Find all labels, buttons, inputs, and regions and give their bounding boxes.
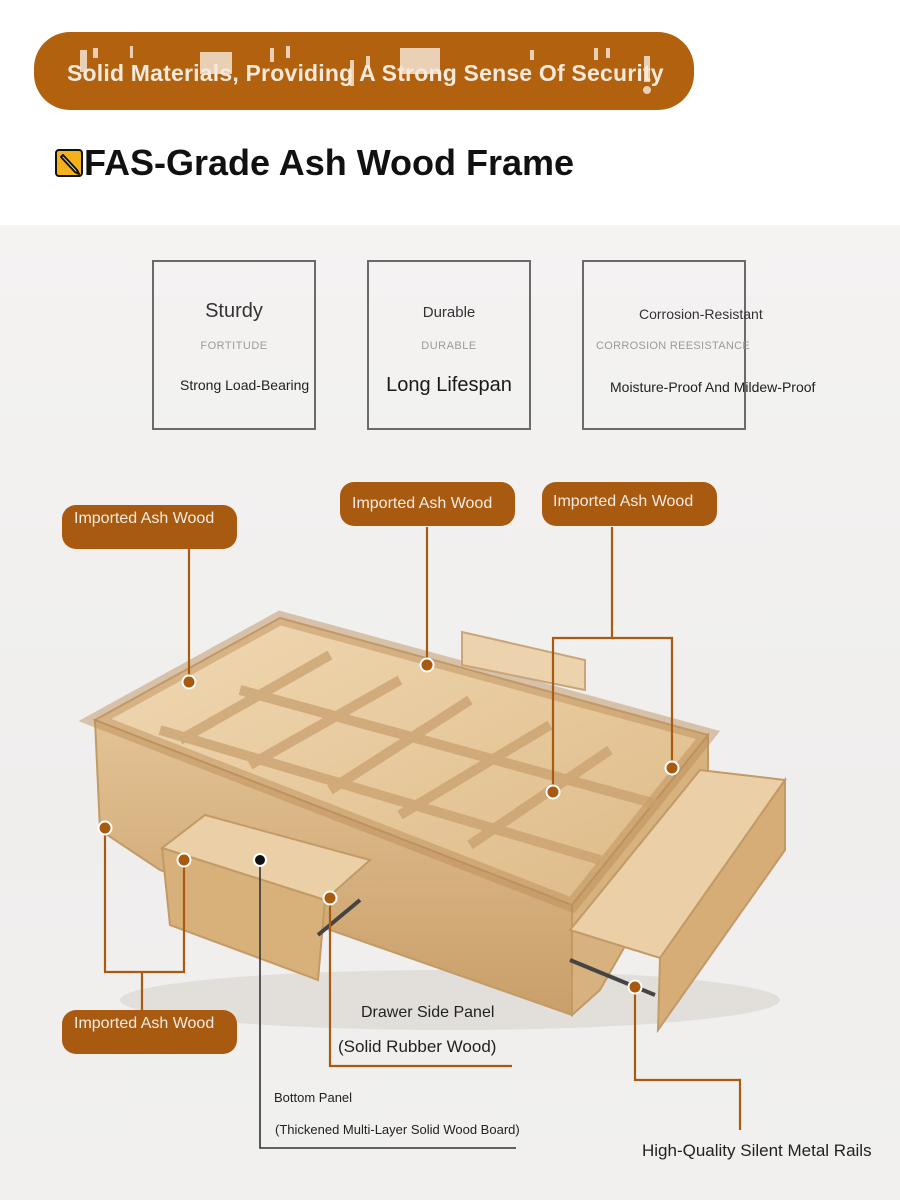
callout-left-bottom: Imported Ash Wood [62, 1010, 237, 1054]
bottom-panel-material: (Thickened Multi-Layer Solid Wood Board) [275, 1122, 520, 1137]
callout-left-top: Imported Ash Wood [62, 505, 237, 549]
pencil-icon [55, 149, 83, 177]
feature-description: Long Lifespan [386, 374, 512, 396]
bottom-panel-title: Bottom Panel [274, 1090, 353, 1105]
callout-right-top: Imported Ash Wood [542, 482, 717, 526]
feature-title: Sturdy [205, 300, 263, 322]
banner-title: Solid Materials, Providing A Strong Sens… [67, 60, 664, 86]
feature-card-corrosion: Corrosion-Resistant CORROSION REESISTANC… [582, 260, 815, 430]
feature-title: Corrosion-Resistant [639, 306, 763, 322]
feature-title: Durable [422, 304, 476, 321]
drawer-side-title: Drawer Side Panel [361, 1004, 495, 1021]
feature-card-sturdy: Sturdy FORTITUDE Strong Load-Bearing [152, 260, 316, 430]
feature-subtitle: FORTITUDE [200, 340, 268, 352]
feature-card-durable: Durable DURABLE Long Lifespan [367, 260, 531, 430]
feature-subtitle: CORROSION REESISTANCE [596, 340, 751, 352]
drawer-side-material: (Solid Rubber Wood) [338, 1037, 497, 1056]
section-title: FAS-Grade Ash Wood Frame [84, 142, 575, 183]
callout-center-top: Imported Ash Wood [340, 482, 515, 526]
rails-label: High-Quality Silent Metal Rails [642, 1141, 872, 1160]
banner-watermark [80, 46, 651, 94]
feature-description: Moisture-Proof And Mildew-Proof [610, 379, 816, 395]
feature-description: Strong Load-Bearing [180, 377, 310, 393]
feature-subtitle: DURABLE [421, 340, 477, 352]
banner [34, 32, 694, 110]
